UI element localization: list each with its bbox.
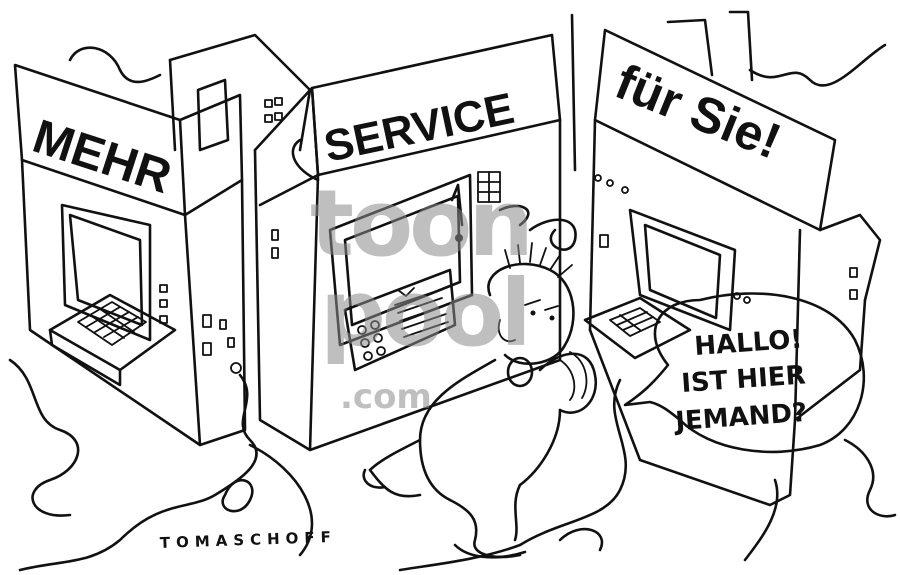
right-sign-text: für Sie!	[608, 53, 789, 169]
speech-line-2: IST HIER	[680, 360, 806, 399]
right-atm-machine	[570, 10, 882, 507]
speech-line-1: HALLO!	[693, 325, 803, 362]
center-sign-text: SERVICE	[320, 84, 518, 172]
tangled-cables	[8, 43, 897, 572]
speech-bubble	[623, 292, 866, 454]
watermark-line-2: pool	[320, 260, 528, 367]
artist-signature: TOMASCHOFF	[160, 528, 338, 552]
center-atm-machine	[253, 33, 562, 452]
left-atm-machine	[13, 63, 247, 447]
back-tower	[168, 33, 312, 152]
left-sign-text: MEHR	[27, 110, 178, 204]
watermark: toon pool .com	[310, 170, 534, 417]
watermark-line-1: toon	[310, 170, 530, 277]
man-character	[362, 242, 598, 559]
watermark-line-3: .com	[340, 377, 432, 417]
speech-line-3: JEMAND?	[672, 398, 808, 437]
